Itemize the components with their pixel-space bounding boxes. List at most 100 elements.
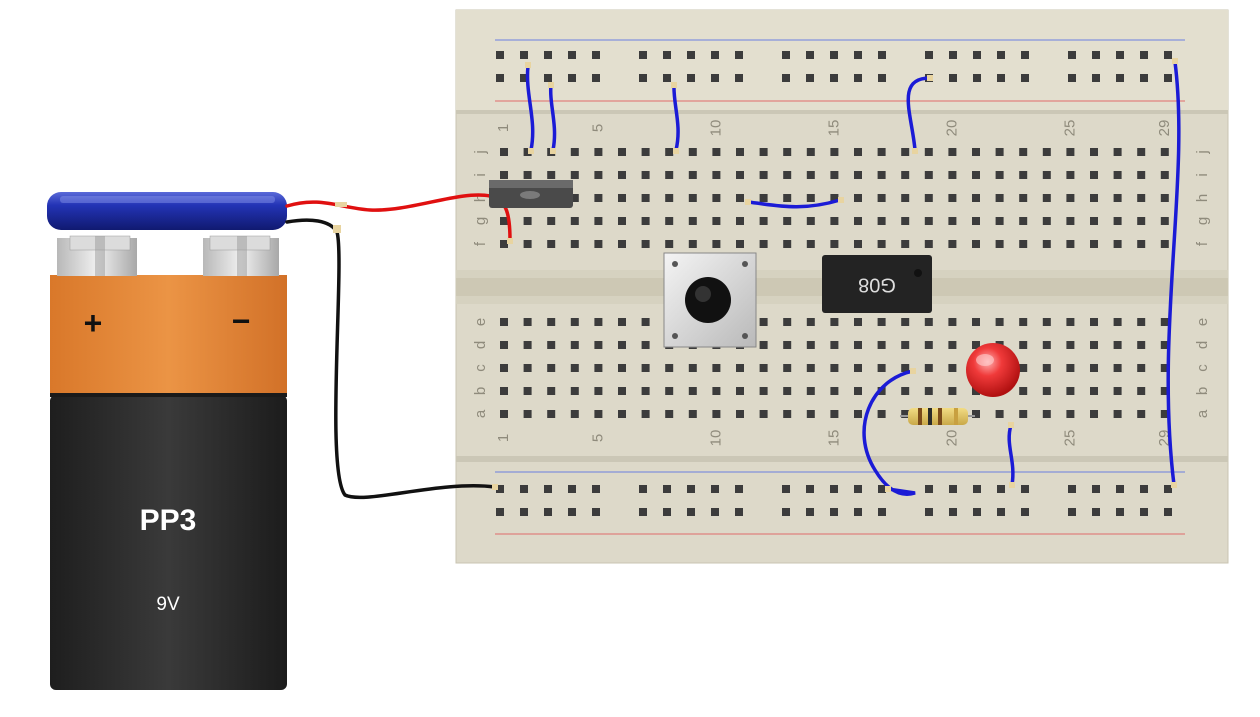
breadboard-hole[interactable] [806,410,815,418]
breadboard-hole[interactable] [783,171,792,179]
breadboard-hole[interactable] [663,74,671,82]
led[interactable] [966,343,1020,397]
breadboard-hole[interactable] [711,485,719,493]
breadboard-hole[interactable] [1137,148,1146,156]
breadboard-hole[interactable] [948,148,957,156]
breadboard-hole[interactable] [1042,410,1051,418]
breadboard-hole[interactable] [594,194,603,202]
breadboard-hole[interactable] [711,51,719,59]
breadboard-hole[interactable] [665,364,674,372]
breadboard-hole[interactable] [877,171,886,179]
breadboard-hole[interactable] [948,171,957,179]
jumper-wire[interactable] [1007,423,1015,487]
breadboard-hole[interactable] [783,194,792,202]
breadboard-hole[interactable] [973,51,981,59]
breadboard-hole[interactable] [1090,364,1098,372]
breadboard-hole[interactable] [948,318,957,326]
breadboard-hole[interactable] [594,240,603,248]
breadboard-hole[interactable] [782,485,790,493]
ic-chip[interactable]: G08 [822,255,932,313]
breadboard-hole[interactable] [712,387,721,395]
breadboard-hole[interactable] [736,240,744,248]
breadboard-hole[interactable] [1042,387,1051,395]
breadboard-hole[interactable] [1066,217,1075,225]
breadboard-hole[interactable] [736,148,744,156]
breadboard-hole[interactable] [948,341,957,349]
breadboard-hole[interactable] [806,171,815,179]
breadboard-hole[interactable] [594,318,603,326]
breadboard-hole[interactable] [924,364,933,372]
breadboard-hole[interactable] [877,364,886,372]
breadboard-hole[interactable] [830,171,839,179]
breadboard-hole[interactable] [618,364,626,372]
breadboard-hole[interactable] [665,410,674,418]
breadboard-hole[interactable] [570,387,579,395]
breadboard-hole[interactable] [641,318,650,326]
breadboard-hole[interactable] [972,341,980,349]
breadboard-hole[interactable] [806,240,815,248]
breadboard-hole[interactable] [806,387,815,395]
breadboard-hole[interactable] [1113,171,1122,179]
breadboard-hole[interactable] [972,318,980,326]
breadboard-hole[interactable] [830,148,839,156]
breadboard-hole[interactable] [854,194,862,202]
breadboard-hole[interactable] [568,51,576,59]
breadboard-hole[interactable] [547,387,556,395]
breadboard-hole[interactable] [782,74,790,82]
breadboard-hole[interactable] [1019,194,1028,202]
breadboard-hole[interactable] [854,410,862,418]
breadboard-hole[interactable] [995,410,1004,418]
breadboard-hole[interactable] [618,387,626,395]
breadboard-hole[interactable] [687,508,695,516]
breadboard-hole[interactable] [1042,171,1051,179]
breadboard-hole[interactable] [594,387,603,395]
breadboard-hole[interactable] [500,341,508,349]
breadboard-hole[interactable] [806,51,814,59]
breadboard-hole[interactable] [712,217,721,225]
resistor[interactable] [900,408,975,425]
breadboard-hole[interactable] [783,341,792,349]
breadboard-hole[interactable] [997,51,1005,59]
breadboard-hole[interactable] [1113,217,1122,225]
breadboard-hole[interactable] [641,217,650,225]
breadboard-hole[interactable] [712,194,721,202]
breadboard-hole[interactable] [1160,341,1169,349]
breadboard-hole[interactable] [570,341,579,349]
breadboard-hole[interactable] [1019,410,1028,418]
breadboard-hole[interactable] [523,318,532,326]
breadboard-hole[interactable] [1019,387,1028,395]
breadboard-hole[interactable] [924,148,933,156]
breadboard-hole[interactable] [618,410,626,418]
breadboard-hole[interactable] [523,410,532,418]
breadboard-hole[interactable] [1042,341,1051,349]
breadboard-hole[interactable] [1113,194,1122,202]
breadboard-hole[interactable] [1066,341,1075,349]
breadboard-hole[interactable] [995,171,1004,179]
breadboard-hole[interactable] [688,410,697,418]
breadboard-hole[interactable] [878,51,886,59]
breadboard-hole[interactable] [1160,318,1169,326]
breadboard-hole[interactable] [520,485,528,493]
breadboard-hole[interactable] [687,74,695,82]
breadboard-hole[interactable] [877,217,886,225]
breadboard-hole[interactable] [1066,410,1075,418]
breadboard-hole[interactable] [806,508,814,516]
breadboard-hole[interactable] [1164,508,1172,516]
breadboard-hole[interactable] [500,217,508,225]
breadboard-hole[interactable] [830,194,839,202]
breadboard-hole[interactable] [1090,194,1098,202]
breadboard-hole[interactable] [783,240,792,248]
breadboard-hole[interactable] [925,51,933,59]
breadboard-hole[interactable] [641,194,650,202]
breadboard-hole[interactable] [592,74,600,82]
breadboard-hole[interactable] [854,508,862,516]
breadboard-hole[interactable] [712,240,721,248]
breadboard-hole[interactable] [665,240,674,248]
breadboard-hole[interactable] [1090,387,1098,395]
breadboard-hole[interactable] [523,240,532,248]
breadboard-hole[interactable] [594,410,603,418]
breadboard-hole[interactable] [759,387,768,395]
breadboard-hole[interactable] [496,485,504,493]
breadboard-hole[interactable] [500,318,508,326]
breadboard-hole[interactable] [1042,217,1051,225]
